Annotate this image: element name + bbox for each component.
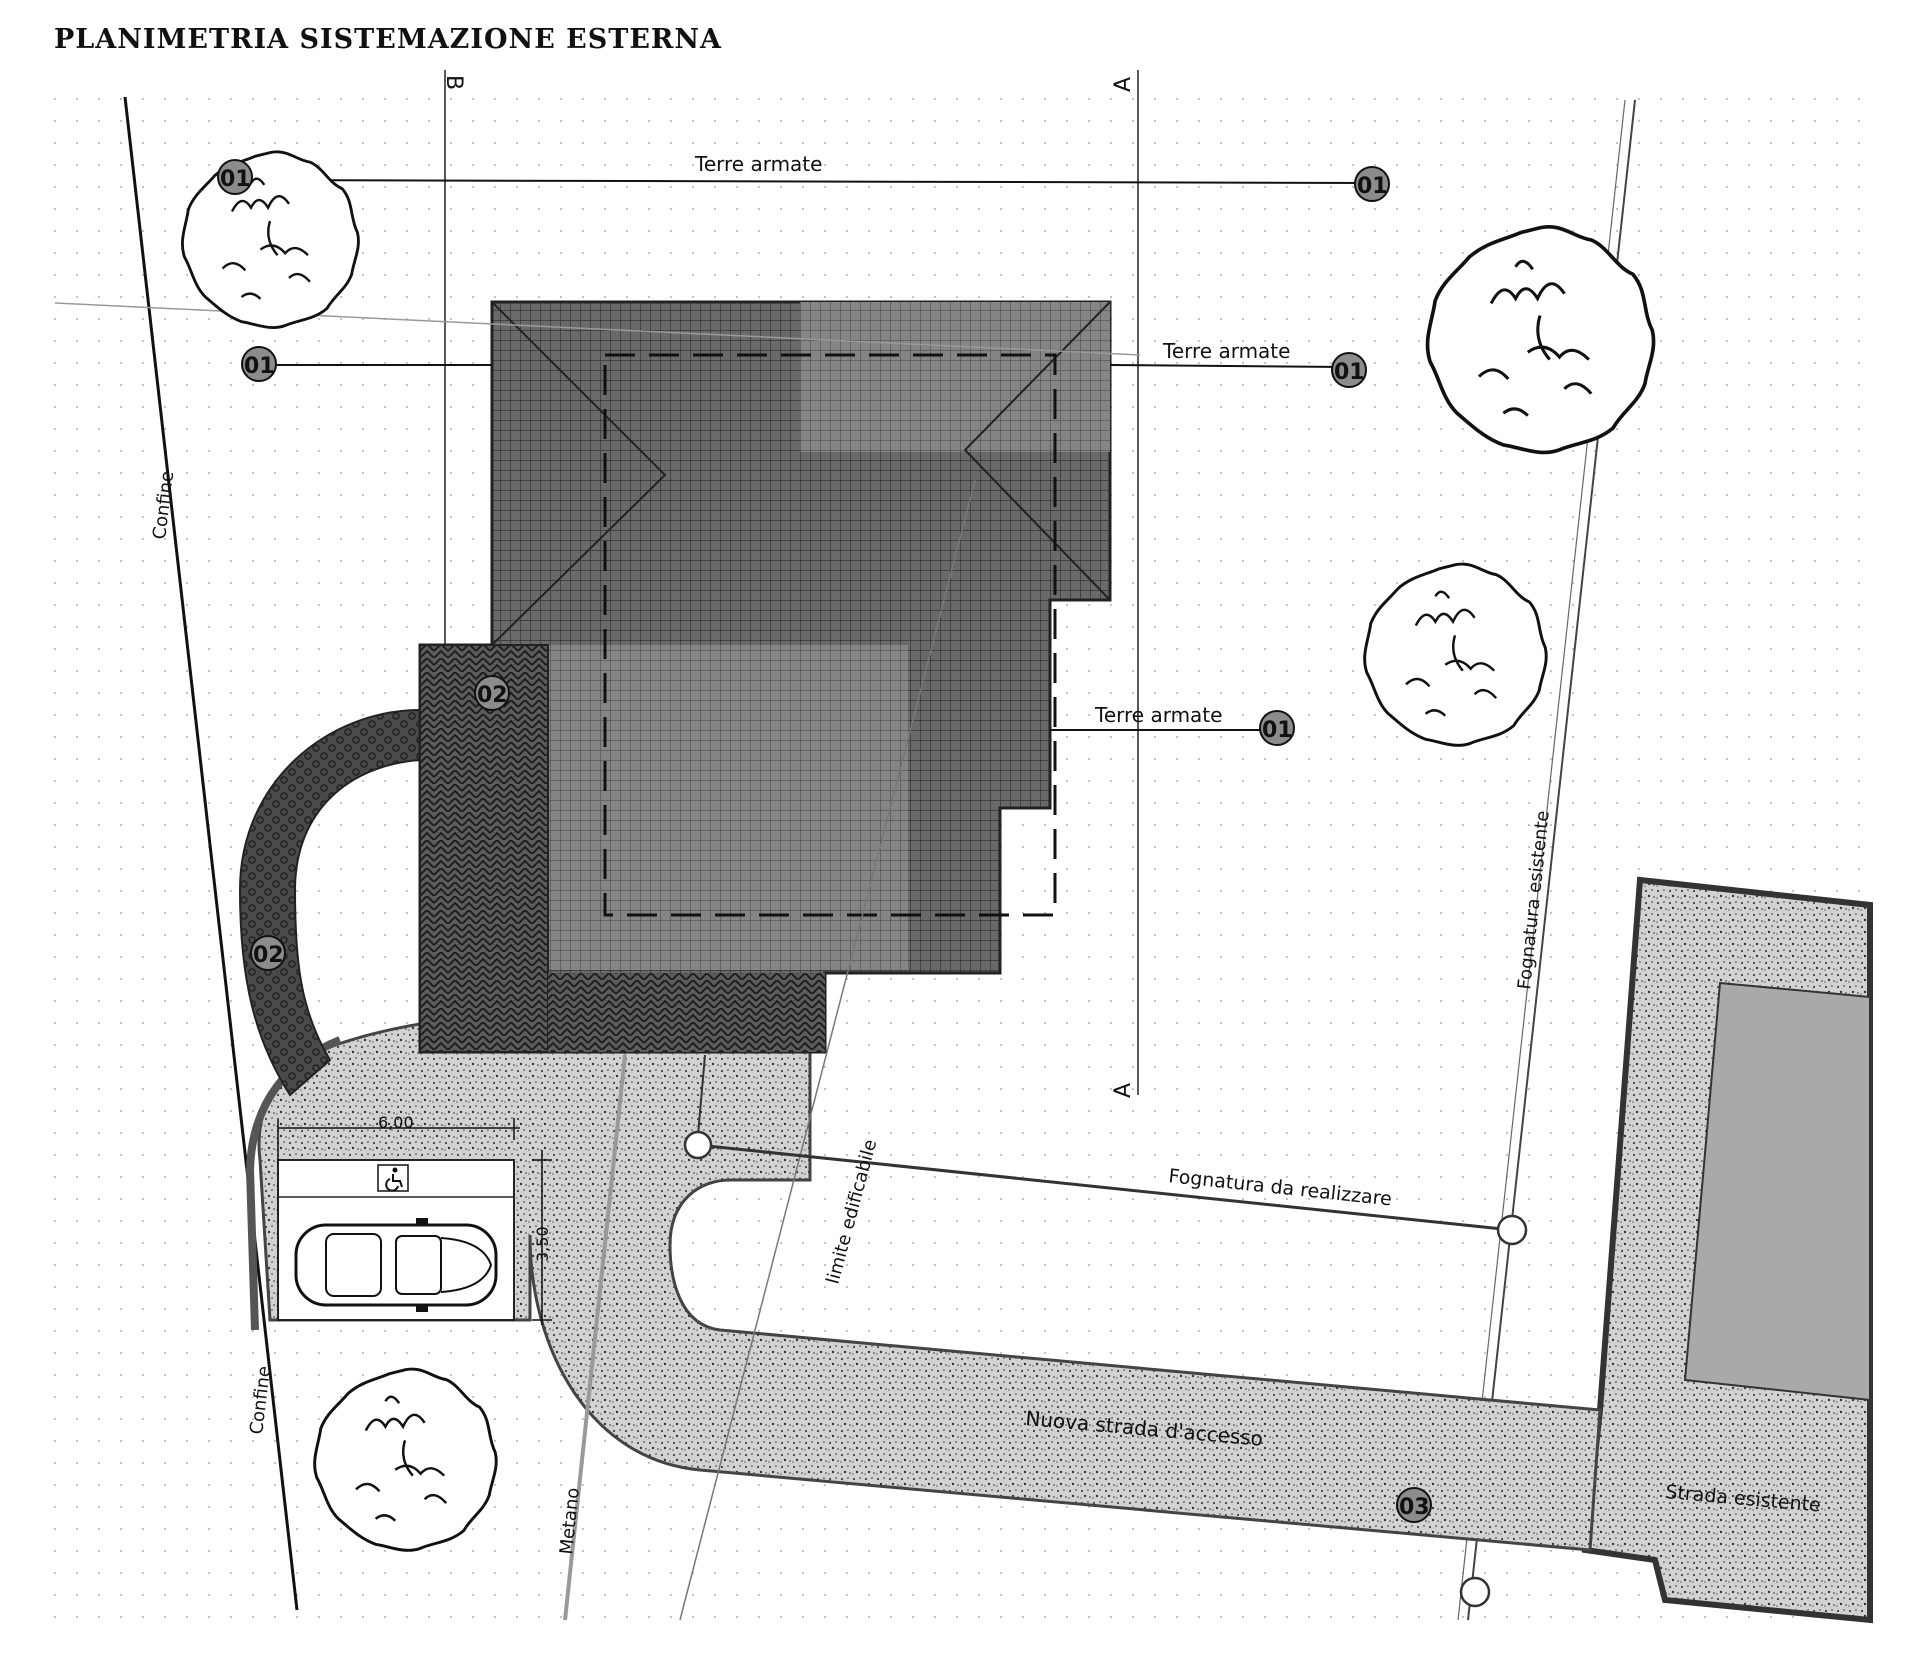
tag-02: 02 xyxy=(474,675,510,711)
sewer-drop-line xyxy=(697,1054,706,1136)
sewer-manhole-bottom xyxy=(1459,1576,1491,1608)
svg-text:01: 01 xyxy=(1334,360,1365,385)
svg-text:01: 01 xyxy=(220,167,251,192)
paved-path xyxy=(238,708,421,1097)
tag-03: 03 xyxy=(1396,1487,1432,1523)
dimension-depth-label: 3,50 xyxy=(533,1226,552,1262)
tag-01: 01 xyxy=(1259,710,1295,746)
label-terre-armate-lower: Terre armate xyxy=(1094,703,1222,727)
section-mark-b-top: B xyxy=(441,75,466,90)
svg-text:02: 02 xyxy=(253,943,284,968)
svg-text:01: 01 xyxy=(1357,174,1388,199)
tag-01: 01 xyxy=(217,159,253,195)
svg-text:01: 01 xyxy=(244,354,275,379)
limite-edificabile-line xyxy=(679,479,976,1621)
tag-01: 01 xyxy=(1354,166,1390,202)
label-terre-armate-right: Terre armate xyxy=(1162,339,1290,363)
tag-01: 01 xyxy=(241,346,277,382)
car-icon xyxy=(294,1218,498,1312)
section-mark-a-bottom: A xyxy=(1111,1083,1136,1098)
terre-armate-line-top xyxy=(247,179,1371,184)
tag-01: 01 xyxy=(1331,352,1367,388)
terre-armate-line-right xyxy=(1109,364,1348,368)
section-mark-a-top: A xyxy=(1111,77,1136,92)
dimension-width-label: 6,00 xyxy=(378,1113,414,1132)
svg-text:01: 01 xyxy=(1262,718,1293,743)
tag-02: 02 xyxy=(250,935,286,971)
label-terre-armate-top: Terre armate xyxy=(694,152,822,176)
property-boundary-line xyxy=(123,96,299,1611)
sewer-manhole-new xyxy=(683,1130,713,1160)
house-roof xyxy=(418,300,1112,1054)
wheelchair-icon xyxy=(377,1164,409,1192)
existing-building xyxy=(1683,981,1871,1402)
new-sewer-line xyxy=(697,1143,1513,1232)
metano-line xyxy=(563,1054,627,1621)
svg-text:02: 02 xyxy=(477,683,508,708)
page-title: PLANIMETRIA SISTEMAZIONE ESTERNA xyxy=(54,24,722,55)
sewer-manhole-junction xyxy=(1496,1214,1528,1246)
svg-text:03: 03 xyxy=(1399,1495,1430,1520)
